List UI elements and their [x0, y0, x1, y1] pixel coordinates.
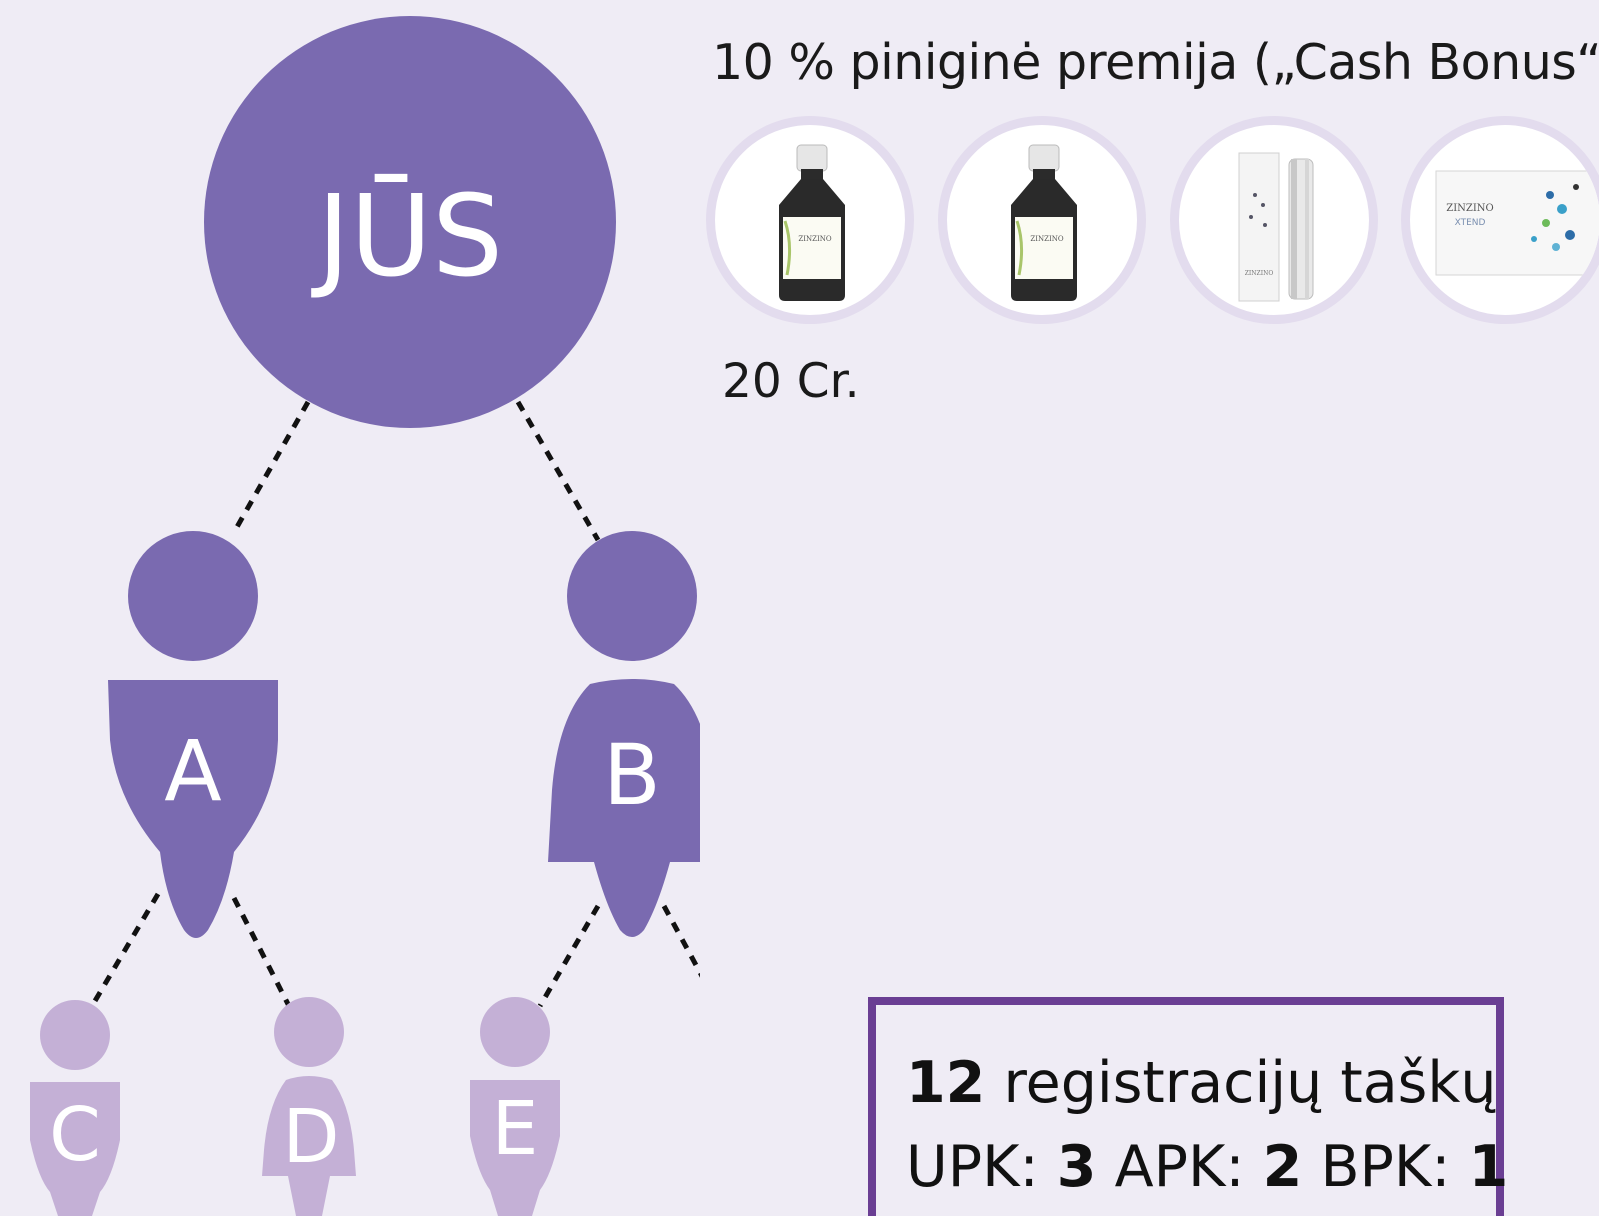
- person-c-label: C: [49, 1092, 101, 1178]
- connector-b-f: [661, 904, 700, 978]
- connector-a-d: [231, 896, 293, 1010]
- credits-value: 20 Cr.: [722, 354, 860, 409]
- person-a-head: [128, 531, 258, 661]
- person-b-head: [567, 531, 697, 661]
- referral-tree: JŪS A B C D E: [30, 16, 700, 1216]
- product-omega-oil-2: ZINZINO: [938, 116, 1146, 324]
- product-omega-oil-1: ZINZINO: [706, 116, 914, 324]
- connector-a-c: [89, 892, 161, 1008]
- apk-label: APK:: [1096, 1134, 1263, 1200]
- person-c: C: [30, 1000, 120, 1216]
- person-a-label: A: [164, 722, 221, 820]
- bpk-label: BPK:: [1302, 1134, 1469, 1200]
- person-d-label: D: [283, 1094, 340, 1180]
- person-e-label: E: [492, 1086, 539, 1172]
- skincare-pump-bottle-icon: ZINZINO: [1238, 152, 1314, 302]
- connector-b-e: [537, 904, 601, 1008]
- upk-value: 3: [1056, 1134, 1097, 1200]
- apk-value: 2: [1262, 1134, 1303, 1200]
- bpk-value: 1: [1468, 1134, 1509, 1200]
- cash-bonus-headline: 10 % piniginė premija („Cash Bonus“): [712, 34, 1599, 91]
- product-4-name: XTEND: [1455, 218, 1486, 228]
- product-3-brand: ZINZINO: [1245, 270, 1274, 277]
- registration-points-value: 12: [906, 1050, 986, 1116]
- points-summary-box: 12 registracijų taškų UPK: 3 APK: 2 BPK:…: [868, 997, 1508, 1216]
- person-b: B: [548, 531, 700, 937]
- connector-root-b: [515, 400, 601, 542]
- person-d-body: [262, 1076, 356, 1216]
- product-2-brand: ZINZINO: [1030, 235, 1064, 243]
- registration-points-line: 12 registracijų taškų: [906, 1041, 1497, 1125]
- person-b-label: B: [603, 726, 661, 824]
- xtend-box-icon: ZINZINO XTEND: [1435, 170, 1599, 276]
- person-e-body: [470, 1080, 560, 1216]
- person-b-body: [548, 679, 700, 937]
- person-a-body: [108, 680, 278, 938]
- product-xtend-box: ZINZINO XTEND: [1401, 116, 1599, 324]
- omega-oil-bottle-icon: ZINZINO: [779, 144, 845, 301]
- registration-points-label: registracijų taškų: [985, 1050, 1497, 1116]
- product-skincare: ZINZINO: [1170, 116, 1378, 324]
- person-a: A: [108, 531, 278, 938]
- root-node-label: JŪS: [311, 172, 503, 302]
- upk-label: UPK:: [906, 1134, 1057, 1200]
- omega-oil-bottle-icon: ZINZINO: [1011, 144, 1077, 301]
- product-1-brand: ZINZINO: [798, 235, 832, 243]
- product-4-brand: ZINZINO: [1446, 203, 1494, 214]
- person-c-body: [30, 1082, 120, 1216]
- person-c-head: [40, 1000, 110, 1070]
- person-d: D: [262, 997, 356, 1216]
- connector-root-a: [230, 400, 311, 536]
- root-node: JŪS: [204, 16, 616, 428]
- person-e-head: [480, 997, 550, 1067]
- pk-values-line: UPK: 3 APK: 2 BPK: 1: [906, 1125, 1508, 1209]
- person-d-head: [274, 997, 344, 1067]
- person-e: E: [470, 997, 560, 1216]
